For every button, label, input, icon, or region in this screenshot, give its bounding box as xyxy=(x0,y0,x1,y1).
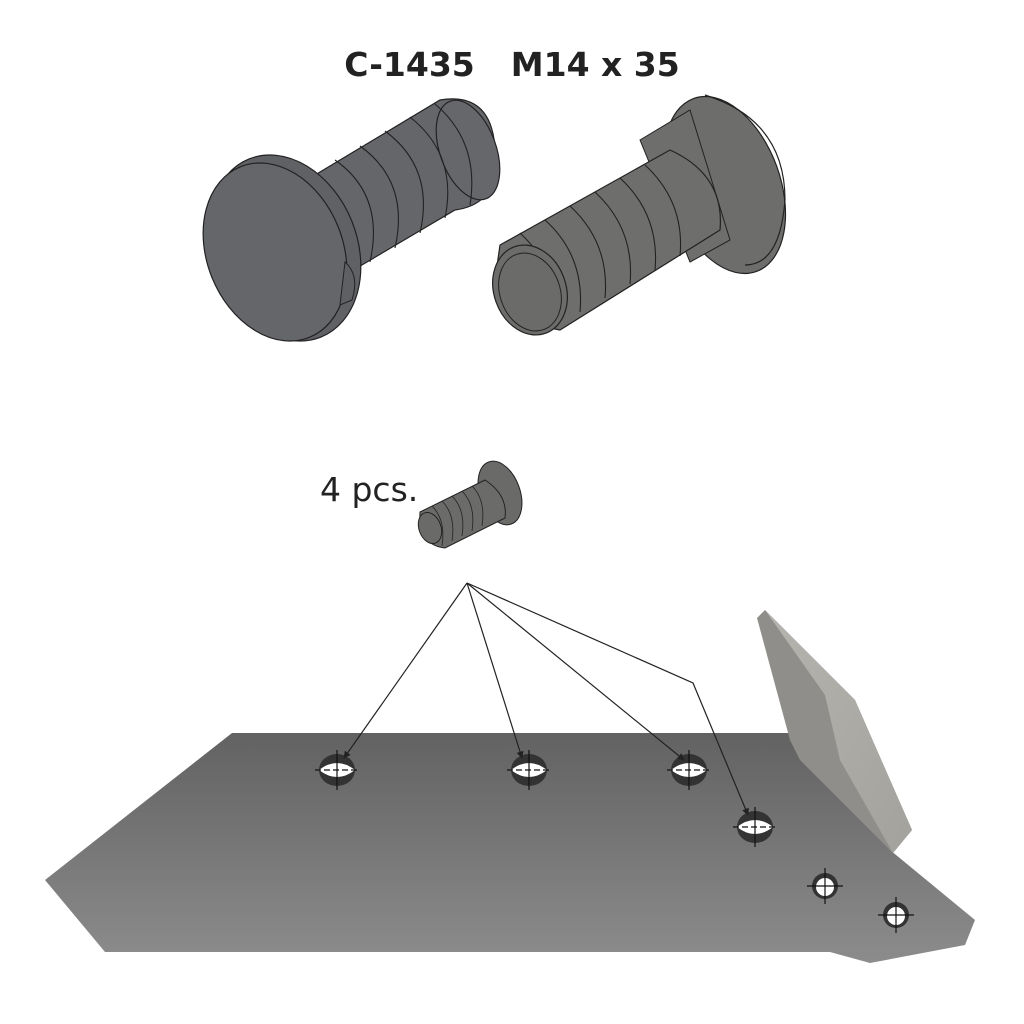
slot-hole-3 xyxy=(667,750,711,790)
round-hole-2 xyxy=(878,897,914,933)
bolt-small-icon xyxy=(417,460,523,549)
part-title: C-1435 M14 x 35 xyxy=(0,45,1024,84)
leader-lines xyxy=(343,582,749,816)
plowshare-plate xyxy=(45,610,975,963)
quantity-label: 4 pcs. xyxy=(320,470,419,509)
bolt-head-view xyxy=(202,98,501,342)
bolt-thread-view xyxy=(492,94,787,336)
slot-hole-1 xyxy=(315,750,359,790)
bolt-size: M14 x 35 xyxy=(510,45,680,84)
round-hole-1 xyxy=(807,868,843,904)
part-number: C-1435 xyxy=(344,45,475,84)
slot-hole-4 xyxy=(733,807,777,847)
slot-holes xyxy=(315,750,914,933)
slot-hole-2 xyxy=(507,750,551,790)
